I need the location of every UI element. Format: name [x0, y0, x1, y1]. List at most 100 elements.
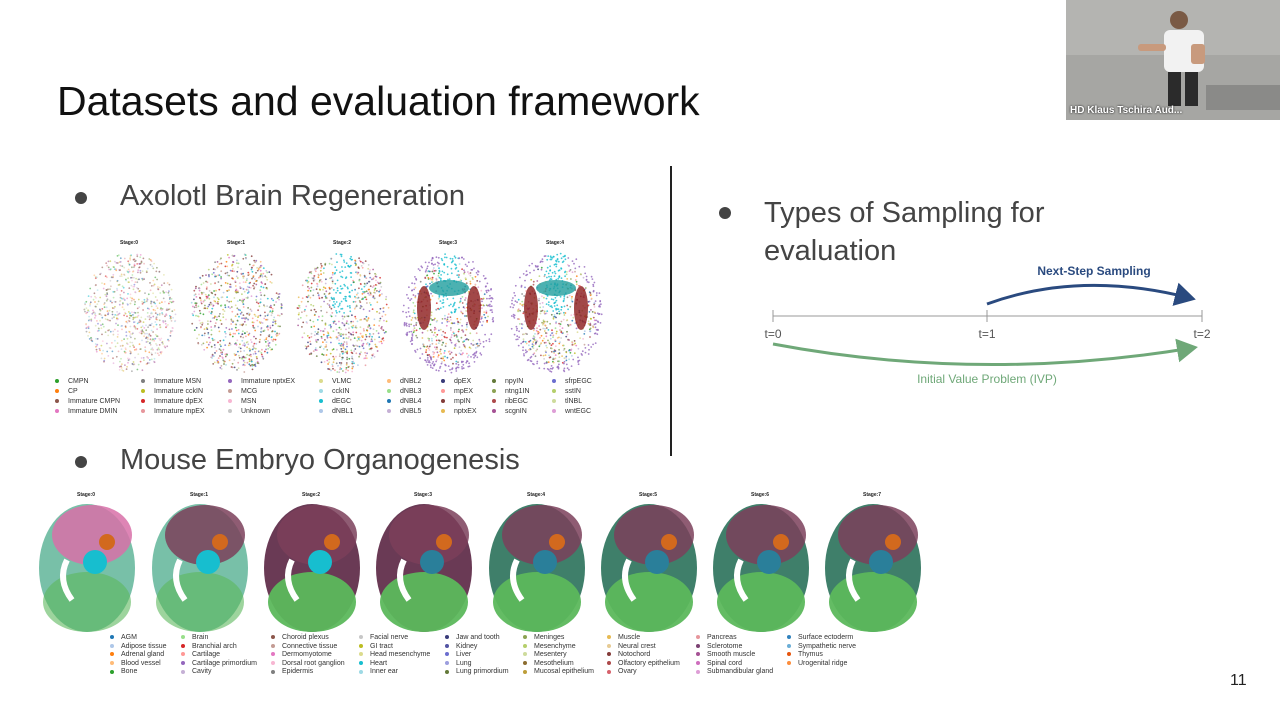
legend-label: Mesenchyme — [534, 642, 576, 650]
legend-label: dNBL2 — [400, 378, 422, 385]
legend-label: Sclerotome — [707, 642, 743, 650]
tick-label-2: t=2 — [1193, 327, 1210, 341]
legend-label: Unknown — [241, 408, 271, 415]
axolotl-legend-item: dNBL2 — [387, 377, 421, 387]
legend-swatch — [271, 635, 275, 640]
mouse-legend-item: Bone — [110, 668, 137, 675]
legend-swatch — [387, 409, 391, 414]
axolotl-legend-item: tlNBL — [552, 397, 582, 407]
axolotl-legend-item: ribEGC — [492, 397, 528, 407]
axolotl-legend-item: Immature MSN — [141, 377, 201, 387]
legend-swatch — [55, 409, 59, 414]
axolotl-brain-section — [402, 253, 495, 374]
presenter-video[interactable]: HD Klaus Tschira Aud... — [1066, 0, 1280, 120]
legend-label: sstIN — [565, 388, 581, 395]
legend-label: Smooth muscle — [707, 651, 756, 659]
legend-label: Dermomyotome — [282, 651, 332, 659]
legend-label: Adipose tissue — [121, 642, 167, 650]
vertical-divider — [670, 166, 672, 456]
legend-swatch — [552, 409, 556, 414]
axolotl-brain-figure — [83, 252, 603, 374]
legend-swatch — [523, 635, 527, 640]
axolotl-legend-item: CP — [55, 387, 78, 397]
legend-swatch — [181, 643, 185, 648]
mouse-legend-item: Spinal cord — [696, 660, 742, 667]
mouse-legend-item: Facial nerve — [359, 634, 408, 641]
axolotl-legend-item: mpIN — [441, 397, 471, 407]
axolotl-legend-item: Immature CMPN — [55, 397, 120, 407]
mouse-legend-item: Sympathetic nerve — [787, 643, 856, 650]
mouse-legend-item: Kidney — [445, 643, 477, 650]
legend-swatch — [387, 379, 391, 384]
mouse-legend-item: Jaw and tooth — [445, 634, 500, 641]
bullet-sampling: Types of Sampling for evaluation — [719, 194, 1144, 270]
legend-label: wntEGC — [565, 408, 592, 415]
legend-label: Olfactory epithelium — [618, 659, 680, 667]
mouse-legend-item: Adrenal gland — [110, 651, 164, 658]
axolotl-stage-label: Stage:0 — [120, 240, 139, 246]
mouse-legend-item: Smooth muscle — [696, 651, 755, 658]
axolotl-legend-item: scgnIN — [492, 407, 527, 417]
mouse-stage-label: Stage:4 — [527, 492, 546, 498]
legend-swatch — [696, 660, 700, 665]
axolotl-legend-item: dEGC — [319, 397, 351, 407]
mouse-legend-item: Cartilage primordium — [181, 660, 257, 667]
presenter-video-caption: HD Klaus Tschira Aud... — [1070, 105, 1183, 116]
legend-label: CP — [68, 388, 78, 395]
legend-swatch — [696, 635, 700, 640]
legend-swatch — [228, 399, 232, 404]
mouse-embryo-section — [825, 504, 921, 632]
legend-swatch — [492, 409, 496, 414]
mouse-stage-label: Stage:2 — [302, 492, 321, 498]
legend-swatch — [228, 379, 232, 384]
axolotl-legend-item: dNBL4 — [387, 397, 421, 407]
legend-swatch — [110, 643, 114, 648]
legend-swatch — [271, 652, 275, 657]
axolotl-legend-item: Immature mpEX — [141, 407, 205, 417]
legend-label: Cartilage — [192, 651, 221, 659]
next-step-arrow — [986, 282, 1196, 306]
legend-swatch — [492, 389, 496, 394]
legend-swatch — [319, 389, 323, 394]
legend-label: Surface ectoderm — [798, 634, 854, 641]
legend-label: Immature nptxEX — [241, 378, 296, 385]
legend-swatch — [445, 643, 449, 648]
bullet-axolotl: Axolotl Brain Regeneration — [75, 180, 465, 213]
legend-label: dNBL4 — [400, 398, 422, 405]
axolotl-legend-item: wntEGC — [552, 407, 591, 417]
tick-label-1: t=1 — [978, 327, 995, 341]
axolotl-stage-label: Stage:1 — [227, 240, 246, 246]
mouse-legend-item: Mucosal epithelium — [523, 668, 594, 675]
axolotl-legend-item: MCG — [228, 387, 257, 397]
ivp-arrow — [772, 338, 1198, 367]
legend-swatch — [181, 669, 185, 674]
legend-label: Cartilage primordium — [192, 659, 257, 667]
ivp-label: Initial Value Problem (IVP) — [917, 372, 1057, 386]
legend-swatch — [55, 379, 59, 384]
mouse-embryo-section — [39, 504, 135, 632]
legend-swatch — [271, 669, 275, 674]
legend-label: dpEX — [454, 378, 472, 385]
mouse-legend-item: Dermomyotome — [271, 651, 332, 658]
legend-label: mpIN — [454, 398, 471, 405]
legend-swatch — [141, 379, 145, 384]
page-number: 11 — [1230, 672, 1247, 689]
legend-label: Epidermis — [282, 668, 314, 676]
legend-swatch — [552, 379, 556, 384]
mouse-legend-item: Cavity — [181, 668, 211, 675]
legend-label: scgnIN — [505, 408, 527, 415]
legend-swatch — [319, 409, 323, 414]
legend-swatch — [441, 399, 445, 404]
mouse-legend-item: Olfactory epithelium — [607, 660, 680, 667]
bullet-dot-icon — [75, 192, 87, 204]
legend-swatch — [445, 635, 449, 640]
mouse-embryo-section — [152, 504, 248, 632]
mouse-legend-item: Adipose tissue — [110, 643, 167, 650]
legend-label: VLMC — [332, 378, 352, 385]
legend-swatch — [441, 389, 445, 394]
mouse-legend-item: Inner ear — [359, 668, 398, 675]
mouse-legend-item: GI tract — [359, 643, 393, 650]
legend-label: Lung primordium — [456, 668, 509, 676]
mouse-legend-item: Cartilage — [181, 651, 220, 658]
